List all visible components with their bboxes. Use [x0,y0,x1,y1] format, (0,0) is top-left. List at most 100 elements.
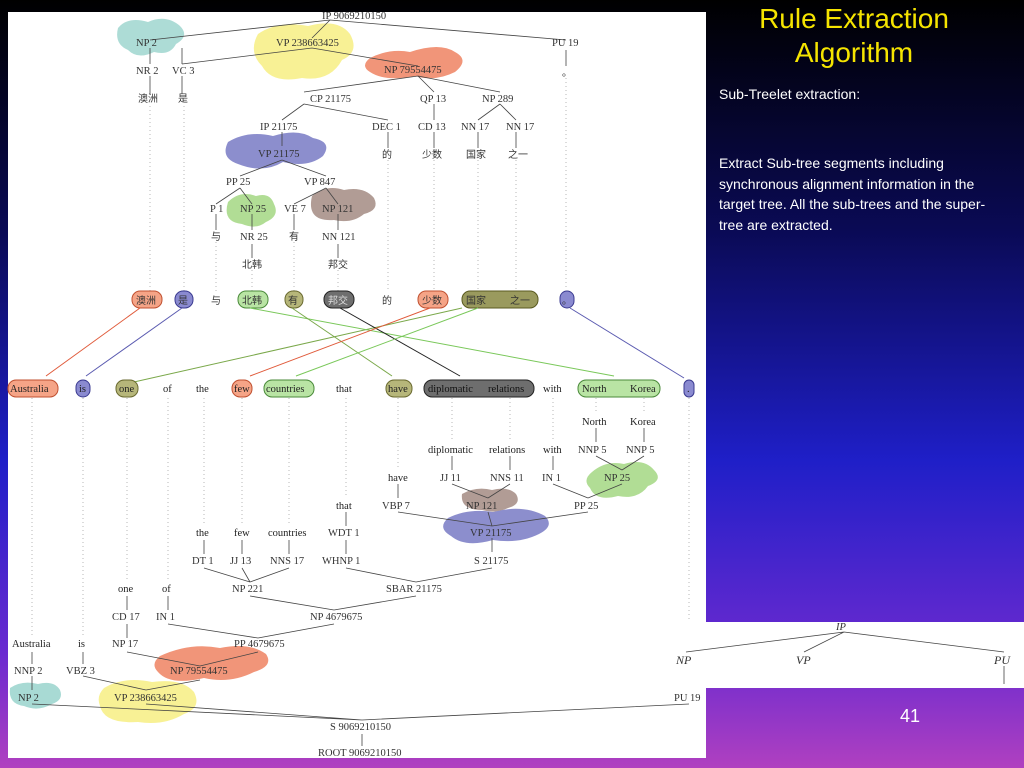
tgt-nnp2: NNP 2 [14,666,43,677]
src-align-guojia: 国家 [466,294,486,307]
tgt-align-relations: relations [488,384,524,395]
blob-vp21175-tgt [443,508,549,544]
src-nr25: NR 25 [240,232,268,243]
tgt-np121: NP 121 [466,501,497,512]
src-np121: NP 121 [322,204,353,215]
tgt-word-of: of [162,584,171,595]
src-node-shi [174,290,194,309]
blob-vp-src [253,23,354,80]
tgt-nns11: NNS 11 [490,473,524,484]
tgt-node-period [683,379,695,398]
inset-tree-figure: IP NP VP PU [668,622,1024,688]
tgt-np25: NP 25 [604,473,630,484]
tgt-dt1: DT 1 [192,556,214,567]
source-dotted-edges [149,78,567,292]
src-nn17b: NN 17 [506,122,534,133]
src-node-period [559,290,575,309]
tgt-node-diplomatic-relations [423,379,535,398]
tgt-align-north: North [582,384,607,395]
src-cd13: CD 13 [418,122,446,133]
tgt-align-with: with [543,384,562,395]
tgt-word-australia: Australia [12,639,51,650]
src-node-aozhou [131,290,163,309]
tgt-jj13: JJ 13 [230,556,251,567]
tgt-node-is [75,379,91,398]
tgt-word-that: that [336,501,352,512]
tgt-word-few: few [234,528,250,539]
tgt-np4679675: NP 4679675 [310,612,362,623]
src-node-you [284,290,304,309]
tgt-align-diplomatic: diplomatic [428,384,473,395]
blob-np25-src [226,194,276,227]
blob-np795-src [365,47,463,79]
tgt-word-with: with [543,445,562,456]
tgt-word-north: North [582,417,607,428]
inset-vp: VP [796,653,811,667]
tgt-align-that: that [336,384,352,395]
inset-edges [685,631,1005,684]
tgt-word-have: have [388,473,408,484]
src-node-shaoshu [417,290,449,309]
tgt-np221: NP 221 [232,584,263,595]
src-ve7: VE 7 [284,204,306,215]
tgt-align-have: have [388,384,408,395]
tgt-vbz3: VBZ 3 [66,666,95,677]
tgt-cd17: CD 17 [112,612,140,623]
src-word-de: 的 [382,148,392,161]
tgt-sbar: SBAR 21175 [386,584,442,595]
tgt-node-one [115,379,139,398]
source-highlights [117,18,463,227]
src-align-shi: 是 [178,295,188,307]
page-number: 41 [900,706,921,726]
src-node-beihan [237,290,269,309]
src-word-shi: 是 [178,93,188,105]
target-tree-edges [31,428,690,746]
src-pu19: PU 19 [552,38,579,49]
src-np289: NP 289 [482,94,513,105]
src-dec1: DEC 1 [372,122,401,133]
target-dotted-edges [31,398,690,688]
tgt-align-australia: Australia [10,384,49,395]
tgt-s: S 9069210150 [330,722,391,733]
blob-np121-tgt [461,488,518,512]
src-align-zhiyi: 之一 [510,294,530,307]
tgt-align-korea: Korea [630,384,656,395]
title-line-1: Rule Extraction [759,3,949,34]
source-alignment-row: 澳洲 是 与 北韩 有 邦交 的 少数 国家 之一 。 [131,290,575,309]
tgt-word-relations: relations [489,445,525,456]
src-word-aozhou: 澳洲 [138,92,158,105]
blob-np2-src [117,18,185,56]
alignment-arrows [45,307,685,383]
src-p1: P 1 [210,204,223,215]
tgt-align-countries: countries [266,384,305,395]
src-qp13: QP 13 [420,94,446,105]
tgt-vp21175: VP 21175 [470,528,512,539]
src-np25: NP 25 [240,204,266,215]
src-align-period: 。 [562,296,572,307]
tree-alignment-figure: IP 9069210150 NP 2 VP 238663425 PU 19 NP… [7,11,701,758]
tgt-jj11: JJ 11 [440,473,461,484]
source-tree-labels: IP 9069210150 NP 2 VP 238663425 PU 19 NP… [136,11,579,271]
tgt-root: ROOT 9069210150 [318,748,402,758]
src-align-shaoshu: 少数 [422,294,442,307]
src-np2: NP 2 [136,38,157,49]
target-alignment-row: Australia is one of the few countries th… [7,379,695,398]
tgt-pp25: PP 25 [574,501,598,512]
tgt-word-the: the [196,528,209,539]
tgt-align-is: is [79,384,86,395]
src-cp: CP 21175 [310,94,351,105]
tgt-align-one: one [119,384,135,395]
tgt-align-of: of [163,384,172,395]
src-np795: NP 79554475 [384,65,442,76]
src-word-zhiyi: 之一 [508,148,528,161]
tgt-node-have [385,379,413,398]
src-align-yu: 与 [211,295,221,307]
inset-ip: IP [835,622,846,633]
tgt-node-australia [7,379,59,398]
tgt-whnp1: WHNP 1 [322,556,360,567]
src-align-aozhou: 澳洲 [136,294,156,307]
src-node-bangjiao [323,290,355,309]
src-node-guojia-zhiyi [461,290,539,309]
tgt-word-korea: Korea [630,417,656,428]
slide-title: Rule Extraction Algorithm [712,2,996,70]
